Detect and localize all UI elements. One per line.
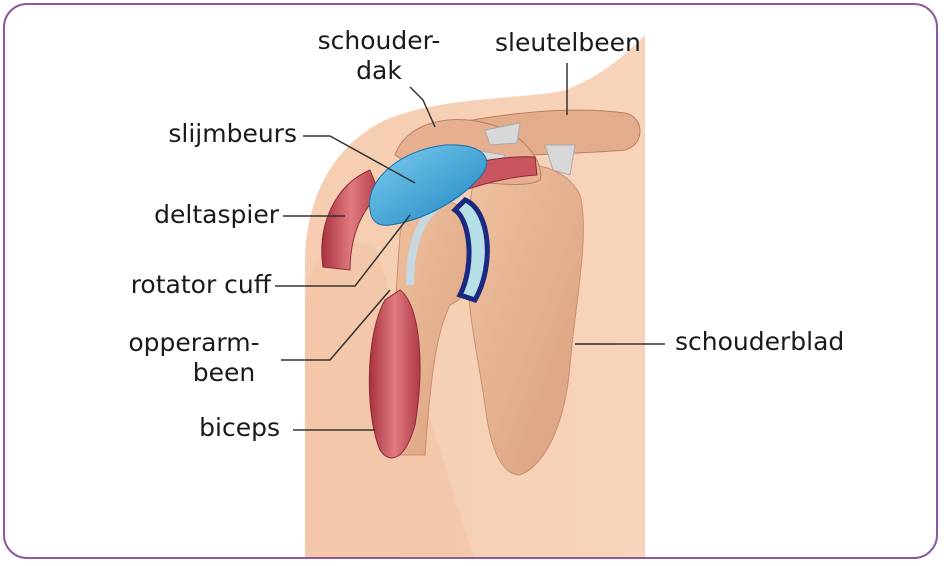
label-rotator-cuff: rotator cuff [85,270,271,300]
label-opperarmbeen-line1: opperarm- [105,328,283,358]
label-schouderblad: schouderblad [675,327,844,357]
label-deltaspier: deltaspier [105,200,279,230]
label-schouderdak: schouder- dak [299,26,459,86]
label-schouderdak-line2: dak [299,56,459,86]
label-opperarmbeen: opperarm- been [105,328,283,388]
label-slijmbeurs: slijmbeurs [115,119,297,149]
label-sleutelbeen: sleutelbeen [495,28,641,58]
label-biceps: biceps [155,413,280,443]
label-opperarmbeen-line2: been [105,358,283,388]
label-schouderdak-line1: schouder- [299,26,459,56]
figure-frame: schouder- dak sleutelbeen slijmbeurs del… [3,3,938,559]
